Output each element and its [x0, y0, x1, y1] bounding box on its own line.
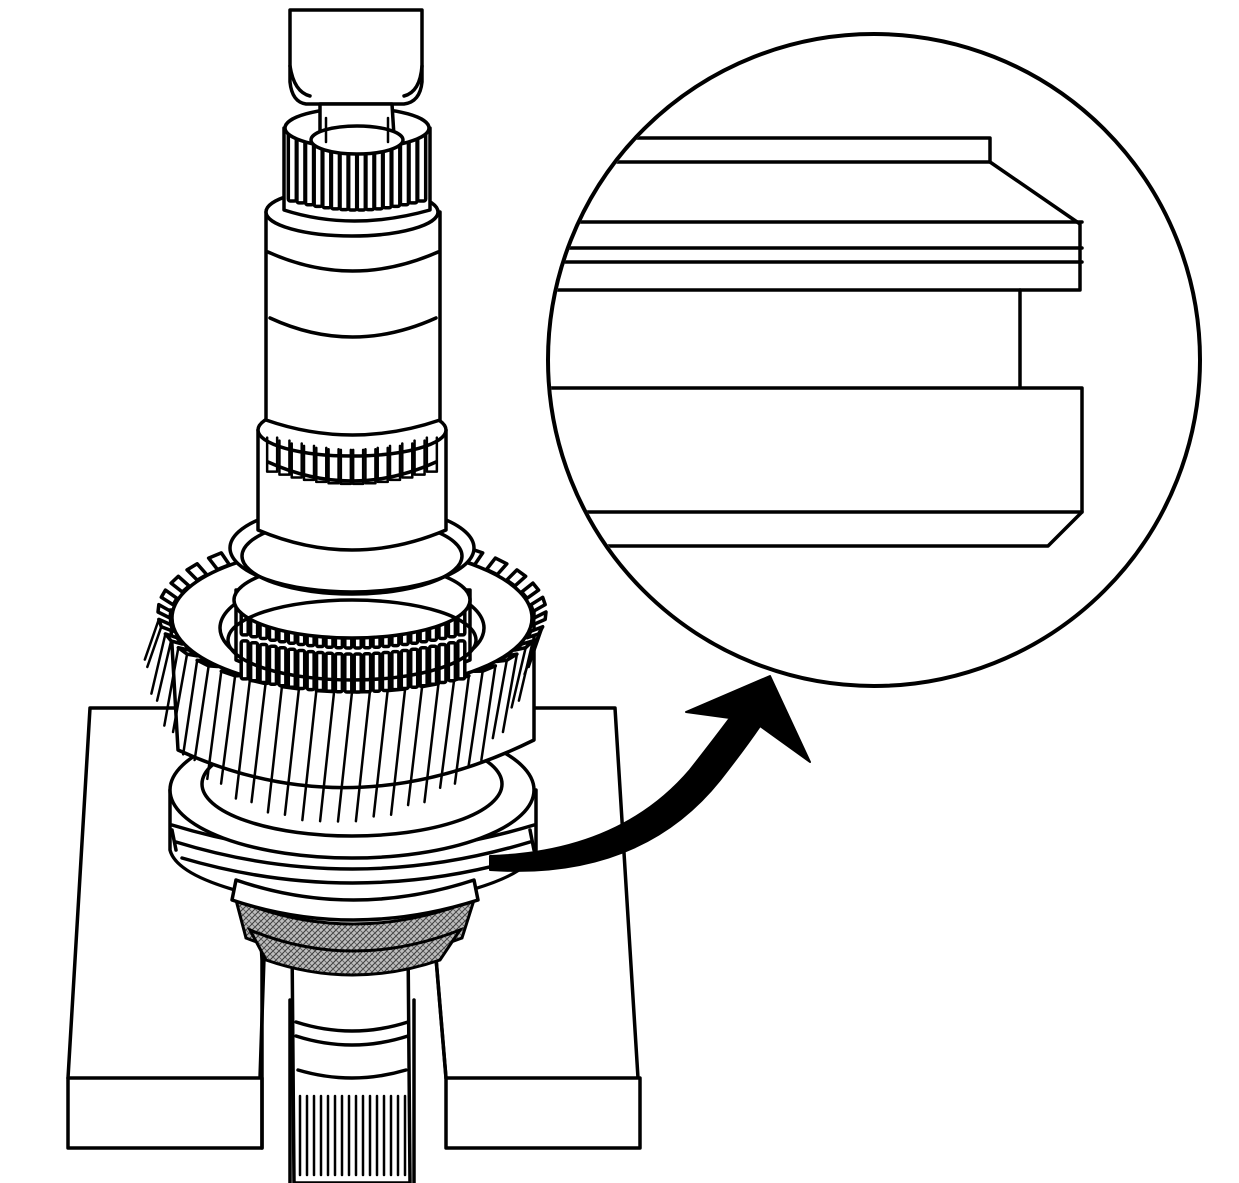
gear-tooth-edge	[150, 632, 167, 695]
sleeve-spline	[305, 649, 316, 692]
gear-tooth-edge	[163, 646, 180, 727]
upper-shaft	[264, 186, 442, 437]
gear-tooth	[529, 595, 547, 614]
sleeve-spline	[352, 652, 363, 694]
gear-tooth-edge	[266, 685, 284, 814]
sleeve-spline	[361, 651, 373, 694]
collar-tooth	[327, 447, 340, 485]
gear-tooth-edge	[510, 646, 527, 709]
gear-tooth-edge	[467, 669, 484, 767]
gear-tooth-edge	[206, 669, 223, 781]
callout-arrow	[489, 675, 811, 872]
sleeve-spline	[390, 649, 401, 692]
sleeve-spline	[418, 646, 429, 688]
gear-tooth	[156, 602, 173, 620]
gear-tooth-edge	[250, 682, 267, 804]
collar-tooth	[302, 444, 316, 482]
sleeve-spline	[408, 647, 420, 689]
gear-tooth-edge	[193, 664, 210, 762]
gear-tooth-edge	[491, 658, 509, 740]
gear-tooth-edge	[301, 689, 318, 822]
collar-tooth	[351, 448, 365, 486]
gear-tooth-edge	[372, 689, 389, 818]
gear-tooth-edge	[423, 682, 440, 804]
gear-tooth-edge	[283, 687, 301, 816]
collar-tooth	[315, 446, 328, 484]
sleeve-spline	[427, 644, 439, 686]
collar-tooth	[425, 436, 439, 473]
gear-tooth-edge	[146, 625, 163, 669]
collar-tooth	[364, 447, 377, 485]
gear-tooth-edge	[453, 674, 471, 785]
gear-tooth-edge	[527, 625, 544, 669]
sleeve-spline	[371, 651, 382, 694]
collar-tooth	[339, 448, 353, 486]
sleeve-spline	[324, 651, 335, 694]
press-ram	[288, 8, 424, 156]
sleeve-spline	[343, 652, 354, 694]
synchro-cone	[233, 897, 477, 977]
detail-section-view	[550, 136, 1084, 548]
collar-tooth	[413, 439, 426, 476]
sleeve-spline	[295, 648, 307, 691]
gear-tooth-edge	[389, 687, 407, 816]
gear-tooth-edge	[480, 664, 497, 762]
sleeve-spline	[399, 648, 411, 691]
gear-tooth-edge	[234, 678, 252, 800]
sleeve-spline	[437, 642, 448, 685]
gear-tooth-edge	[155, 639, 173, 702]
sleeve-spline	[333, 651, 345, 694]
top-spline-tooth	[286, 129, 299, 203]
gear-tooth-edge	[406, 685, 424, 807]
sleeve-spline	[258, 642, 269, 685]
sleeve-spline	[286, 647, 298, 689]
collar-tooth	[265, 436, 279, 473]
top-spline-tooth	[295, 131, 307, 205]
collar-tooth	[376, 446, 389, 484]
gear-tooth-edge	[318, 690, 336, 823]
gear-tooth-edge	[143, 618, 161, 661]
gear-tooth-edge	[181, 658, 199, 756]
top-spline-tooth	[415, 129, 428, 203]
splined-sleeve	[226, 502, 478, 694]
sleeve-spline	[277, 646, 288, 688]
gear-tooth-edge	[171, 652, 189, 734]
sleeve-spline	[267, 644, 279, 686]
collar-tooth	[401, 442, 414, 479]
collar-tooth	[388, 444, 402, 482]
gear-tooth-edge	[501, 652, 519, 734]
sleeve-spline	[380, 650, 392, 693]
gear-tooth-edge	[354, 690, 372, 823]
gear-tooth-edge	[336, 690, 354, 823]
gear-tooth-edge	[219, 674, 237, 785]
gear-tooth-edge	[517, 639, 535, 702]
detail-magnifier	[546, 32, 1202, 688]
collar-tooth	[290, 442, 303, 479]
gear-tooth	[531, 610, 548, 627]
top-spline-tooth	[407, 131, 419, 205]
gear-tooth-edge	[438, 678, 456, 790]
sleeve-spline	[314, 650, 326, 693]
collar-tooth	[278, 439, 291, 476]
